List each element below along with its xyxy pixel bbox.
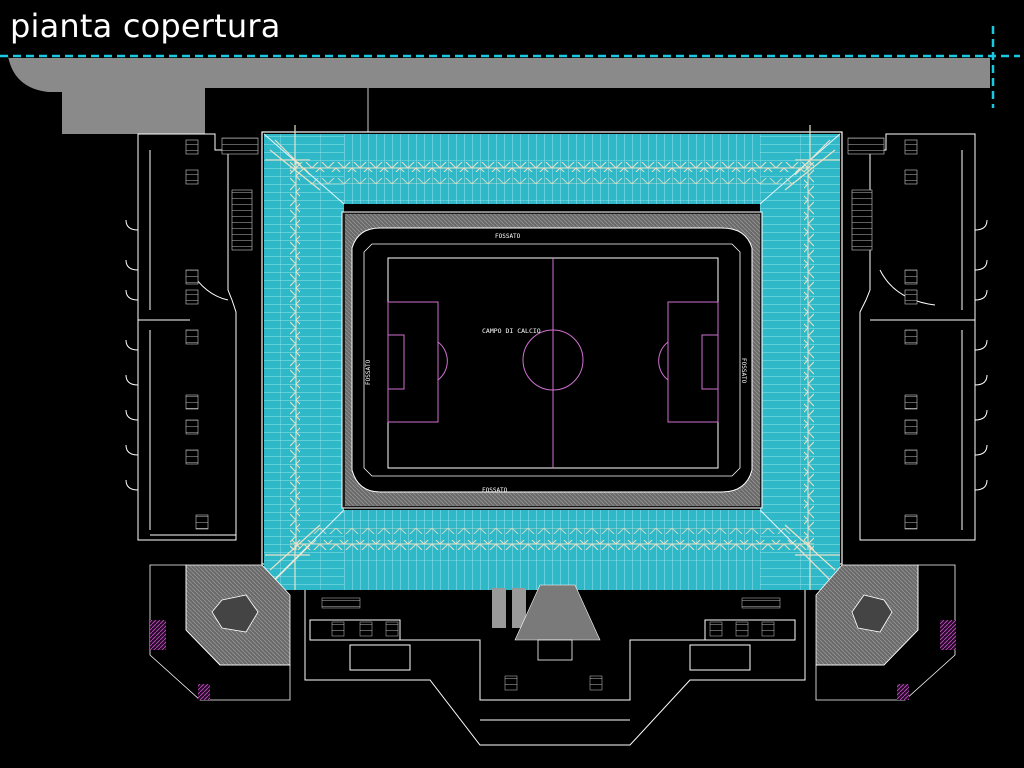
east-wing <box>859 133 988 541</box>
moat-label-east: FOSSATO <box>740 358 747 384</box>
moat-label-south: FOSSATO <box>482 487 508 494</box>
moat-label-north: FOSSATO <box>495 233 521 240</box>
south-entrance <box>304 590 806 746</box>
field-label: CAMPO DI CALCIO <box>482 327 541 335</box>
roof-truss-ring <box>265 125 840 590</box>
pitch-area <box>351 227 753 493</box>
stair-blocks <box>185 137 918 530</box>
south-west-plaza <box>149 564 291 701</box>
south-east-plaza <box>815 564 956 701</box>
west-wing <box>125 133 237 541</box>
guide-line <box>0 26 1020 108</box>
moat-label-west: FOSSATO <box>365 359 372 385</box>
slide-title: pianta copertura <box>10 7 281 45</box>
moat-labels: FOSSATO FOSSATO FOSSATO FOSSATO <box>365 233 747 494</box>
annex-building <box>8 56 990 134</box>
south-stairs <box>321 584 781 691</box>
pitch-lines <box>387 258 719 468</box>
